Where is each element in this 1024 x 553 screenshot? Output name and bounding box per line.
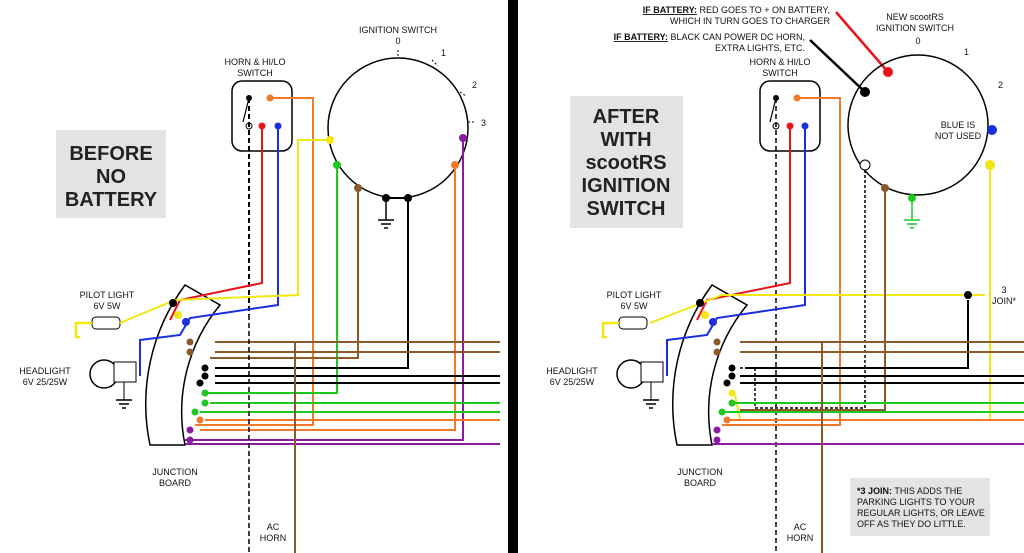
headlight-label-1: HEADLIGHT bbox=[546, 366, 598, 376]
left-panel: BEFORE NO BATTERY IGNITION SWITCH 0 1 2 … bbox=[19, 25, 500, 553]
new-position-2: 2 bbox=[998, 80, 1003, 90]
battery-red-note-line-2: WHICH IN TURN GOES TO CHARGER bbox=[670, 16, 831, 26]
right-panel: AFTER WITH scootRS IGNITION SWITCH IF BA… bbox=[546, 5, 1024, 553]
pilot-light-bulb-icon bbox=[91, 316, 121, 330]
pilot-light-label-2: 6V 5W bbox=[93, 301, 121, 311]
blue-note-line-2: NOT USED bbox=[935, 131, 982, 141]
before-title-line-2: NO bbox=[96, 166, 126, 188]
battery-red-prefix: IF BATTERY: bbox=[643, 5, 697, 15]
position-3: 3 bbox=[481, 118, 486, 128]
junction-board bbox=[145, 284, 222, 446]
battery-red-text: RED GOES TO + ON BATTERY, bbox=[697, 5, 830, 15]
ground-icon bbox=[116, 399, 132, 409]
horn-switch-label-2: SWITCH bbox=[237, 68, 273, 78]
ground-icon bbox=[904, 219, 920, 229]
position-1: 1 bbox=[441, 48, 446, 58]
after-title-line-5: SWITCH bbox=[587, 198, 666, 220]
horn-switch-label-1: HORN & HI/LO bbox=[224, 57, 285, 67]
pilot-light-label-1: PILOT LIGHT bbox=[80, 290, 135, 300]
ac-horn-label-2: HORN bbox=[787, 533, 814, 543]
blue-note-line-1: BLUE IS bbox=[941, 120, 976, 130]
pilot-light-bulb-icon bbox=[618, 316, 648, 330]
new-position-0: 0 bbox=[915, 36, 920, 46]
junction-board-label-1: JUNCTION bbox=[152, 467, 198, 477]
horn-switch-label-2: SWITCH bbox=[762, 68, 798, 78]
footnote-line-1: *3 JOIN: THIS ADDS THE bbox=[857, 486, 962, 496]
battery-black-note-line-2: EXTRA LIGHTS, ETC. bbox=[715, 43, 805, 53]
panel-divider bbox=[508, 0, 518, 553]
new-ignition-switch-body bbox=[847, 54, 989, 196]
footnote-line-4: OFF AS THEY DO LITTLE. bbox=[857, 519, 966, 529]
new-switch-label-2: IGNITION SWITCH bbox=[876, 23, 954, 33]
headlight-label-2: 6V 25/25W bbox=[550, 377, 595, 387]
join-label-2: JOIN* bbox=[992, 296, 1017, 306]
battery-black-prefix: IF BATTERY: bbox=[614, 32, 668, 42]
junction-board-label-2: BOARD bbox=[684, 478, 717, 488]
ac-horn-label-1: AC bbox=[794, 522, 807, 532]
ignition-switch-body bbox=[327, 57, 469, 199]
headlight-label-2: 6V 25/25W bbox=[23, 377, 68, 387]
battery-black-text: BLACK CAN POWER DC HORN, bbox=[668, 32, 805, 42]
ground-icon bbox=[378, 219, 394, 229]
footnote-text: THIS ADDS THE bbox=[892, 486, 962, 496]
footnote-prefix: *3 JOIN: bbox=[857, 486, 892, 496]
ac-horn-label-1: AC bbox=[267, 522, 280, 532]
position-0: 0 bbox=[395, 36, 400, 46]
footnote-line-2: PARKING LIGHTS TO YOUR bbox=[857, 497, 975, 507]
position-2: 2 bbox=[472, 80, 477, 90]
pilot-light-label-2: 6V 5W bbox=[620, 301, 648, 311]
after-title-line-2: WITH bbox=[600, 129, 651, 151]
junction-board bbox=[672, 284, 749, 446]
junction-board-label-1: JUNCTION bbox=[677, 467, 723, 477]
ac-horn-label-2: HORN bbox=[260, 533, 287, 543]
after-title-line-3: scootRS bbox=[585, 152, 666, 174]
ignition-switch-label: IGNITION SWITCH bbox=[359, 25, 437, 35]
battery-black-note-line-1: IF BATTERY: BLACK CAN POWER DC HORN, bbox=[614, 32, 805, 42]
junction-board-label-2: BOARD bbox=[159, 478, 192, 488]
headlight-label-1: HEADLIGHT bbox=[19, 366, 71, 376]
before-title-line-3: BATTERY bbox=[65, 189, 158, 211]
before-title-box bbox=[56, 130, 166, 218]
footnote-line-3: REGULAR LIGHTS, OR LEAVE bbox=[857, 508, 985, 518]
new-switch-label-1: NEW scootRS bbox=[886, 12, 944, 22]
join-label-1: 3 bbox=[1001, 285, 1006, 295]
new-position-1: 1 bbox=[964, 47, 969, 57]
after-title-line-1: AFTER bbox=[593, 106, 660, 128]
ground-icon bbox=[643, 399, 659, 409]
after-title-box bbox=[570, 96, 683, 228]
pilot-light-label-1: PILOT LIGHT bbox=[607, 290, 662, 300]
after-title-line-4: IGNITION bbox=[582, 175, 671, 197]
battery-red-note-line-1: IF BATTERY: RED GOES TO + ON BATTERY, bbox=[643, 5, 830, 15]
footnote-box bbox=[850, 478, 990, 536]
before-title-line-1: BEFORE bbox=[69, 143, 152, 165]
horn-switch-label-1: HORN & HI/LO bbox=[749, 57, 810, 67]
